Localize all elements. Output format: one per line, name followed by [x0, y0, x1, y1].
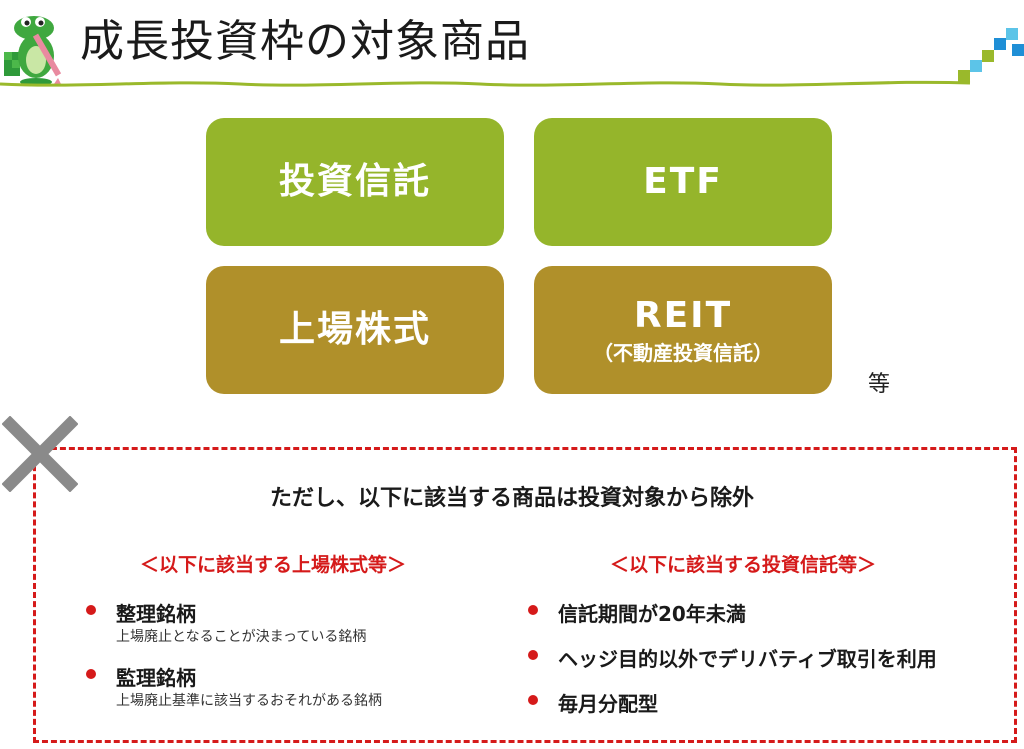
- tile-investment-trust: 投資信託: [206, 118, 504, 246]
- bullet-icon: [528, 650, 538, 660]
- tile-label: ETF: [643, 161, 723, 202]
- bullet-icon: [528, 695, 538, 705]
- tile-label: 投資信託: [278, 161, 431, 202]
- exclusion-title: ただし、以下に該当する商品は投資対象から除外: [269, 486, 754, 511]
- bullet-icon: [86, 669, 96, 679]
- tile-reit: REIT （不動産投資信託）: [534, 266, 832, 394]
- tile-sublabel: （不動産投資信託）: [593, 341, 773, 365]
- etc-label: 等: [868, 372, 891, 397]
- stairs-decoration-icon: [958, 28, 1024, 82]
- cross-icon: [2, 416, 78, 492]
- title-underline: [0, 80, 971, 87]
- list-item: 毎月分配型: [528, 688, 998, 716]
- list-item: 整理銘柄 上場廃止となることが決まっている銘柄: [86, 598, 486, 645]
- list-item: ヘッジ目的以外でデリバティブ取引を利用: [528, 643, 998, 671]
- item-name: 信託期間が20年未満: [558, 602, 746, 626]
- page-title: 成長投資枠の対象商品: [80, 16, 530, 67]
- exclusion-box: [33, 447, 1017, 743]
- left-column-heading: ＜以下に該当する上場株式等＞: [140, 554, 407, 576]
- item-name: ヘッジ目的以外でデリバティブ取引を利用: [558, 647, 937, 671]
- right-column-heading: ＜以下に該当する投資信託等＞: [610, 554, 877, 576]
- tile-label: REIT: [633, 295, 733, 336]
- list-item: 信託期間が20年未満: [528, 598, 998, 626]
- item-description: 上場廃止基準に該当するおそれがある銘柄: [116, 693, 382, 709]
- tile-etf: ETF: [534, 118, 832, 246]
- item-name: 整理銘柄: [116, 602, 196, 626]
- item-name: 毎月分配型: [558, 692, 658, 716]
- header: 成長投資枠の対象商品: [0, 0, 1024, 100]
- tile-label: 上場株式: [278, 309, 431, 350]
- item-description: 上場廃止となることが決まっている銘柄: [116, 629, 367, 645]
- bullet-icon: [528, 605, 538, 615]
- bullet-icon: [86, 605, 96, 615]
- list-item: 監理銘柄 上場廃止基準に該当するおそれがある銘柄: [86, 662, 486, 709]
- item-name: 監理銘柄: [116, 666, 196, 690]
- tile-listed-stocks: 上場株式: [206, 266, 504, 394]
- crocodile-mascot-icon: [4, 16, 62, 86]
